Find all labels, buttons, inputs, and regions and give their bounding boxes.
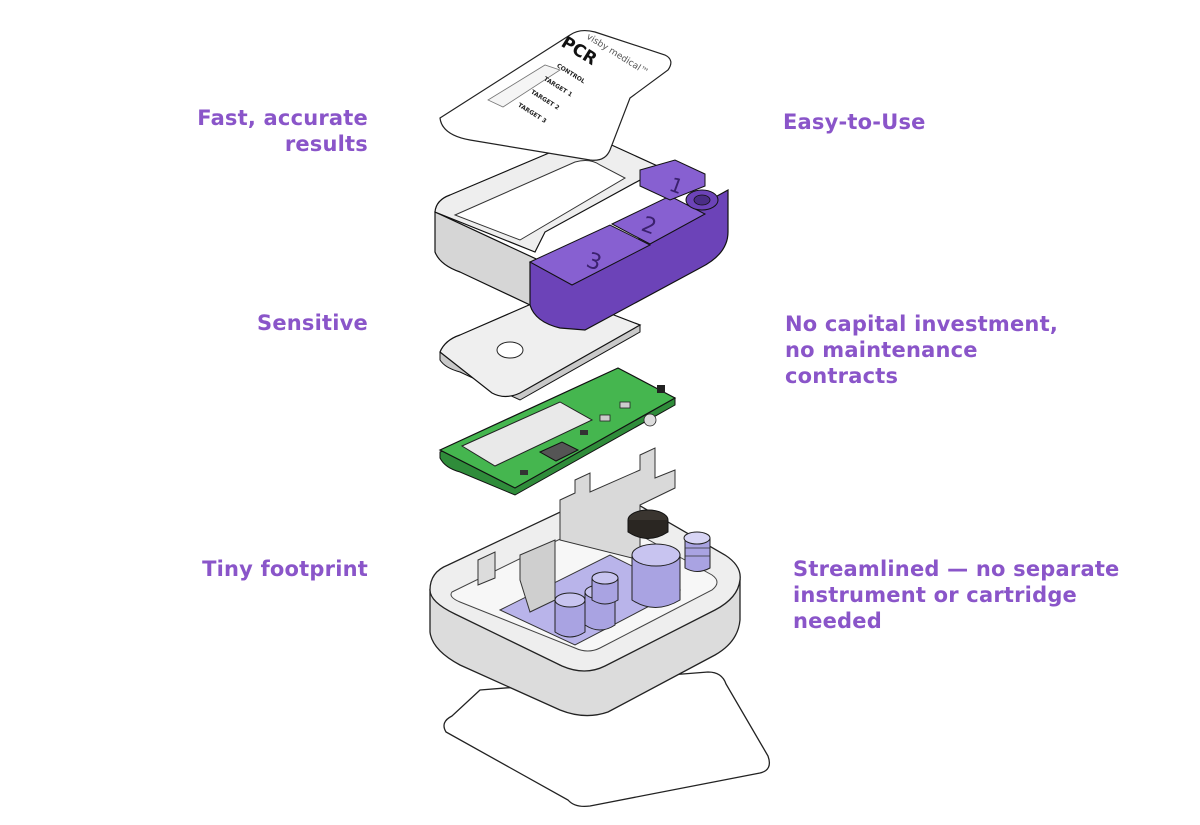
circuit-board — [438, 367, 677, 496]
top-housing: 3 2 1 — [434, 138, 729, 331]
feature-sensitive: Sensitive — [257, 310, 368, 336]
feature-line: contracts — [785, 364, 899, 388]
feature-streamlined: Streamlined — no separate instrument or … — [793, 556, 1120, 634]
feature-fast-accurate-results: Fast, accurate results — [197, 105, 368, 157]
result-card: visby medical™ PCR CONTROL TARGET 1 TARG… — [439, 29, 672, 161]
feature-easy-to-use: Easy-to-Use — [783, 109, 926, 135]
feature-line: Fast, accurate — [197, 106, 368, 130]
feature-line: results — [284, 132, 368, 156]
feature-no-capital-investment: No capital investment, no maintenance co… — [785, 311, 1058, 389]
feature-line: no maintenance — [785, 338, 978, 362]
feature-line: Easy-to-Use — [783, 110, 926, 134]
base-housing — [429, 447, 741, 717]
bottom-cover-sheet — [443, 671, 771, 808]
feature-line: instrument or cartridge — [793, 583, 1077, 607]
feature-line: Tiny footprint — [202, 557, 368, 581]
feature-tiny-footprint: Tiny footprint — [202, 556, 368, 582]
feature-line: Sensitive — [257, 311, 368, 335]
feature-line: Streamlined — no separate — [793, 557, 1120, 581]
feature-line: No capital investment, — [785, 312, 1058, 336]
feature-line: needed — [793, 609, 882, 633]
